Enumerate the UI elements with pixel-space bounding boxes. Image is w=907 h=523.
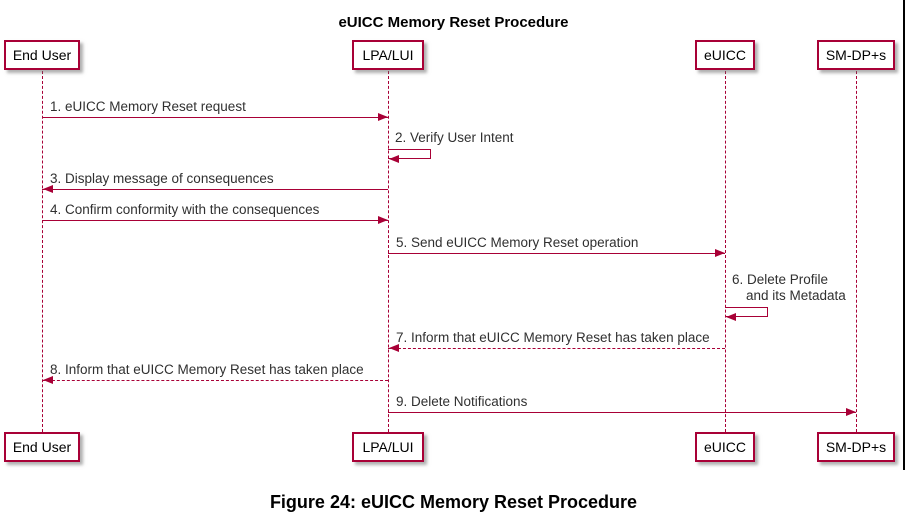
message-2-arrowhead-icon bbox=[389, 155, 399, 163]
diagram-title: eUICC Memory Reset Procedure bbox=[338, 14, 569, 31]
message-2-label-line: 2. Verify User Intent bbox=[395, 130, 514, 145]
message-7-label: 7. Inform that eUICC Memory Reset has ta… bbox=[396, 330, 710, 346]
message-3-arrowhead-icon bbox=[43, 185, 53, 193]
message-9-label-line: 9. Delete Notifications bbox=[396, 394, 528, 409]
message-6-label-line: 6. Delete Profile bbox=[732, 272, 829, 287]
message-4-arrowhead-icon bbox=[378, 216, 388, 224]
message-8-line bbox=[42, 380, 388, 381]
participant-box-sm-dp-s-bottom: SM-DP+s bbox=[817, 432, 895, 462]
participant-box-sm-dp-s-top: SM-DP+s bbox=[817, 40, 895, 70]
message-8-label: 8. Inform that eUICC Memory Reset has ta… bbox=[50, 362, 364, 378]
message-6-label-line: and its Metadata bbox=[746, 288, 846, 303]
message-1-label-line: 1. eUICC Memory Reset request bbox=[50, 99, 246, 114]
lifeline-sm-dp-s bbox=[856, 71, 857, 432]
message-8-label-line: 8. Inform that eUICC Memory Reset has ta… bbox=[50, 362, 364, 377]
message-6-self-loop bbox=[725, 307, 768, 317]
participant-box-euicc-bottom: eUICC bbox=[695, 432, 755, 462]
lifeline-end-user bbox=[42, 71, 43, 432]
message-9-arrowhead-icon bbox=[846, 408, 856, 416]
participant-box-end-user-top: End User bbox=[4, 40, 80, 70]
message-6-arrowhead-icon bbox=[726, 313, 736, 321]
message-5-label-line: 5. Send eUICC Memory Reset operation bbox=[396, 235, 639, 250]
message-3-label: 3. Display message of consequences bbox=[50, 171, 274, 187]
participant-box-lpa-lui-top: LPA/LUI bbox=[352, 40, 424, 70]
message-7-arrowhead-icon bbox=[389, 344, 399, 352]
participant-box-euicc-top: eUICC bbox=[695, 40, 755, 70]
message-7-label-line: 7. Inform that eUICC Memory Reset has ta… bbox=[396, 330, 710, 345]
message-1-arrowhead-icon bbox=[378, 113, 388, 121]
message-3-line bbox=[42, 189, 388, 190]
message-9-label: 9. Delete Notifications bbox=[396, 394, 527, 410]
message-5-arrowhead-icon bbox=[715, 249, 725, 257]
message-2-label: 2. Verify User Intent bbox=[395, 130, 514, 146]
figure-caption: Figure 24: eUICC Memory Reset Procedure bbox=[269, 492, 638, 512]
participant-box-end-user-bottom: End User bbox=[4, 432, 80, 462]
message-5-line bbox=[388, 253, 725, 254]
page-edge-line bbox=[903, 0, 905, 470]
lifeline-euicc bbox=[725, 71, 726, 432]
message-3-label-line: 3. Display message of consequences bbox=[50, 171, 274, 186]
message-4-line bbox=[42, 220, 388, 221]
message-5-label: 5. Send eUICC Memory Reset operation bbox=[396, 235, 638, 251]
message-1-label: 1. eUICC Memory Reset request bbox=[50, 99, 246, 115]
message-4-label: 4. Confirm conformity with the consequen… bbox=[50, 202, 319, 218]
lifeline-lpa-lui bbox=[388, 71, 389, 432]
message-8-arrowhead-icon bbox=[43, 376, 53, 384]
participant-box-lpa-lui-bottom: LPA/LUI bbox=[352, 432, 424, 462]
message-9-line bbox=[388, 412, 856, 413]
message-1-line bbox=[42, 117, 388, 118]
message-7-line bbox=[388, 348, 725, 349]
message-2-self-loop bbox=[388, 149, 431, 159]
message-4-label-line: 4. Confirm conformity with the consequen… bbox=[50, 202, 320, 217]
